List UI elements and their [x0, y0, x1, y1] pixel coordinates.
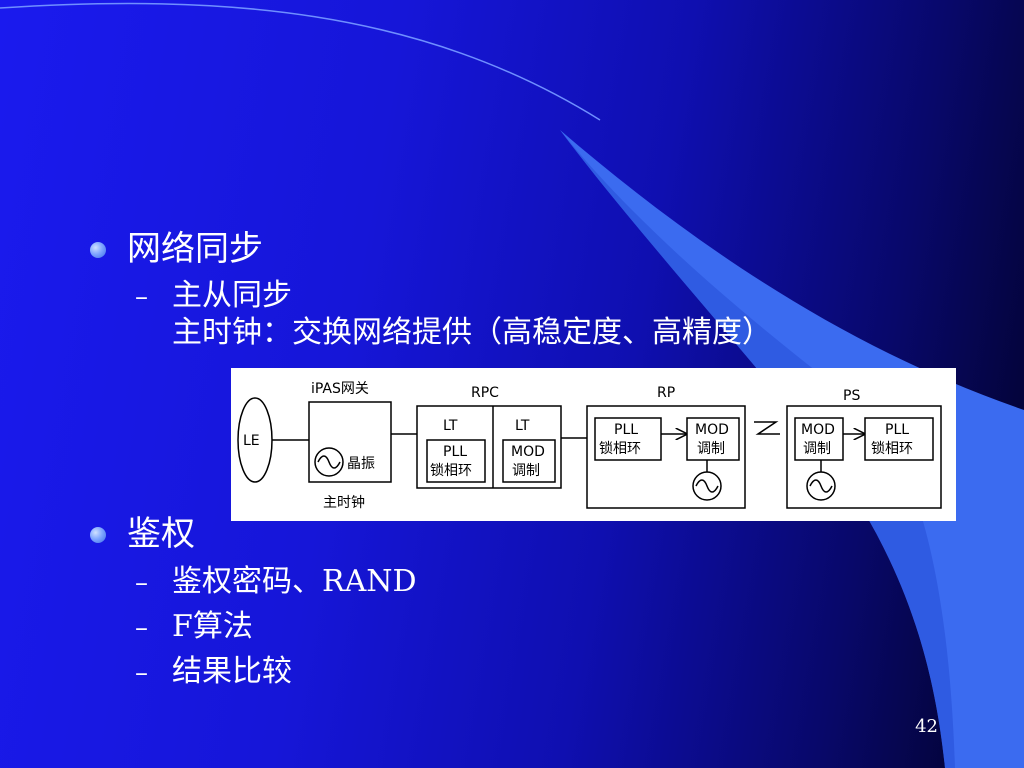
sub-dash: –: [135, 282, 148, 312]
rp-box: [586, 405, 746, 509]
label-rpc-mod-top: MOD: [511, 444, 545, 460]
label-rpc-pll-top: PLL: [443, 444, 467, 460]
rpc-mod-box: [502, 439, 556, 483]
rpc-box: [416, 405, 562, 489]
label-rp-mod-bottom: 调制: [697, 441, 725, 457]
label-lt2: LT: [515, 418, 530, 434]
label-rp-mod-top: MOD: [695, 422, 729, 438]
ipas-box: [308, 401, 392, 483]
crystal-oscillator: [314, 447, 344, 477]
sub-dash: –: [135, 658, 148, 688]
wireless-link-symbol: [754, 421, 780, 435]
sub-dash: –: [135, 613, 148, 643]
top-arc-line: [0, 2, 601, 121]
label-master-clock: 主时钟: [323, 494, 365, 511]
label-rp-pll-bottom: 锁相环: [599, 441, 641, 457]
label-rp-pll-top: PLL: [614, 422, 638, 438]
label-ps: PS: [843, 388, 860, 404]
label-crystal: 晶振: [347, 456, 375, 472]
sub-item-result-compare: 结果比较: [172, 654, 292, 689]
sub-item-auth-key: 鉴权密码、RAND: [172, 564, 417, 599]
sync-diagram-svg: LE iPAS网关 RPC RP PS 晶振 主时钟 LT LT PLL 锁相环…: [237, 381, 942, 511]
bullet-dot: [90, 242, 106, 258]
sub-item-master-slave: 主从同步: [172, 278, 292, 313]
page-number: 42: [915, 716, 938, 737]
label-rpc-mod-bottom: 调制: [512, 463, 540, 479]
bullet-dot: [90, 527, 106, 543]
sub-item-master-clock: 主时钟：交换网络提供（高稳定度、高精度）: [172, 315, 772, 350]
ps-mod-box: [794, 417, 844, 461]
label-ps-mod-top: MOD: [801, 422, 835, 438]
label-ps-mod-bottom: 调制: [803, 441, 831, 457]
label-ps-pll-top: PLL: [885, 422, 909, 438]
label-ps-pll-bottom: 锁相环: [871, 441, 913, 457]
label-le: LE: [243, 433, 260, 449]
rpc-pll-box: [426, 439, 486, 483]
ps-box: [786, 405, 942, 509]
rp-pll-box: [594, 417, 662, 461]
ps-oscillator: [806, 471, 836, 501]
sub-dash: –: [135, 568, 148, 598]
label-lt1: LT: [443, 418, 458, 434]
sub-item-f-algorithm: F算法: [172, 609, 253, 644]
sync-diagram: LE iPAS网关 RPC RP PS 晶振 主时钟 LT LT PLL 锁相环…: [231, 368, 956, 521]
label-rp: RP: [657, 385, 675, 401]
bullet-authentication: 鉴权: [127, 514, 195, 554]
bullet-network-sync: 网络同步: [127, 229, 263, 269]
label-rpc: RPC: [471, 385, 499, 401]
label-rpc-pll-bottom: 锁相环: [430, 463, 472, 479]
label-ipas: iPAS网关: [311, 381, 369, 397]
rp-oscillator: [692, 471, 722, 501]
